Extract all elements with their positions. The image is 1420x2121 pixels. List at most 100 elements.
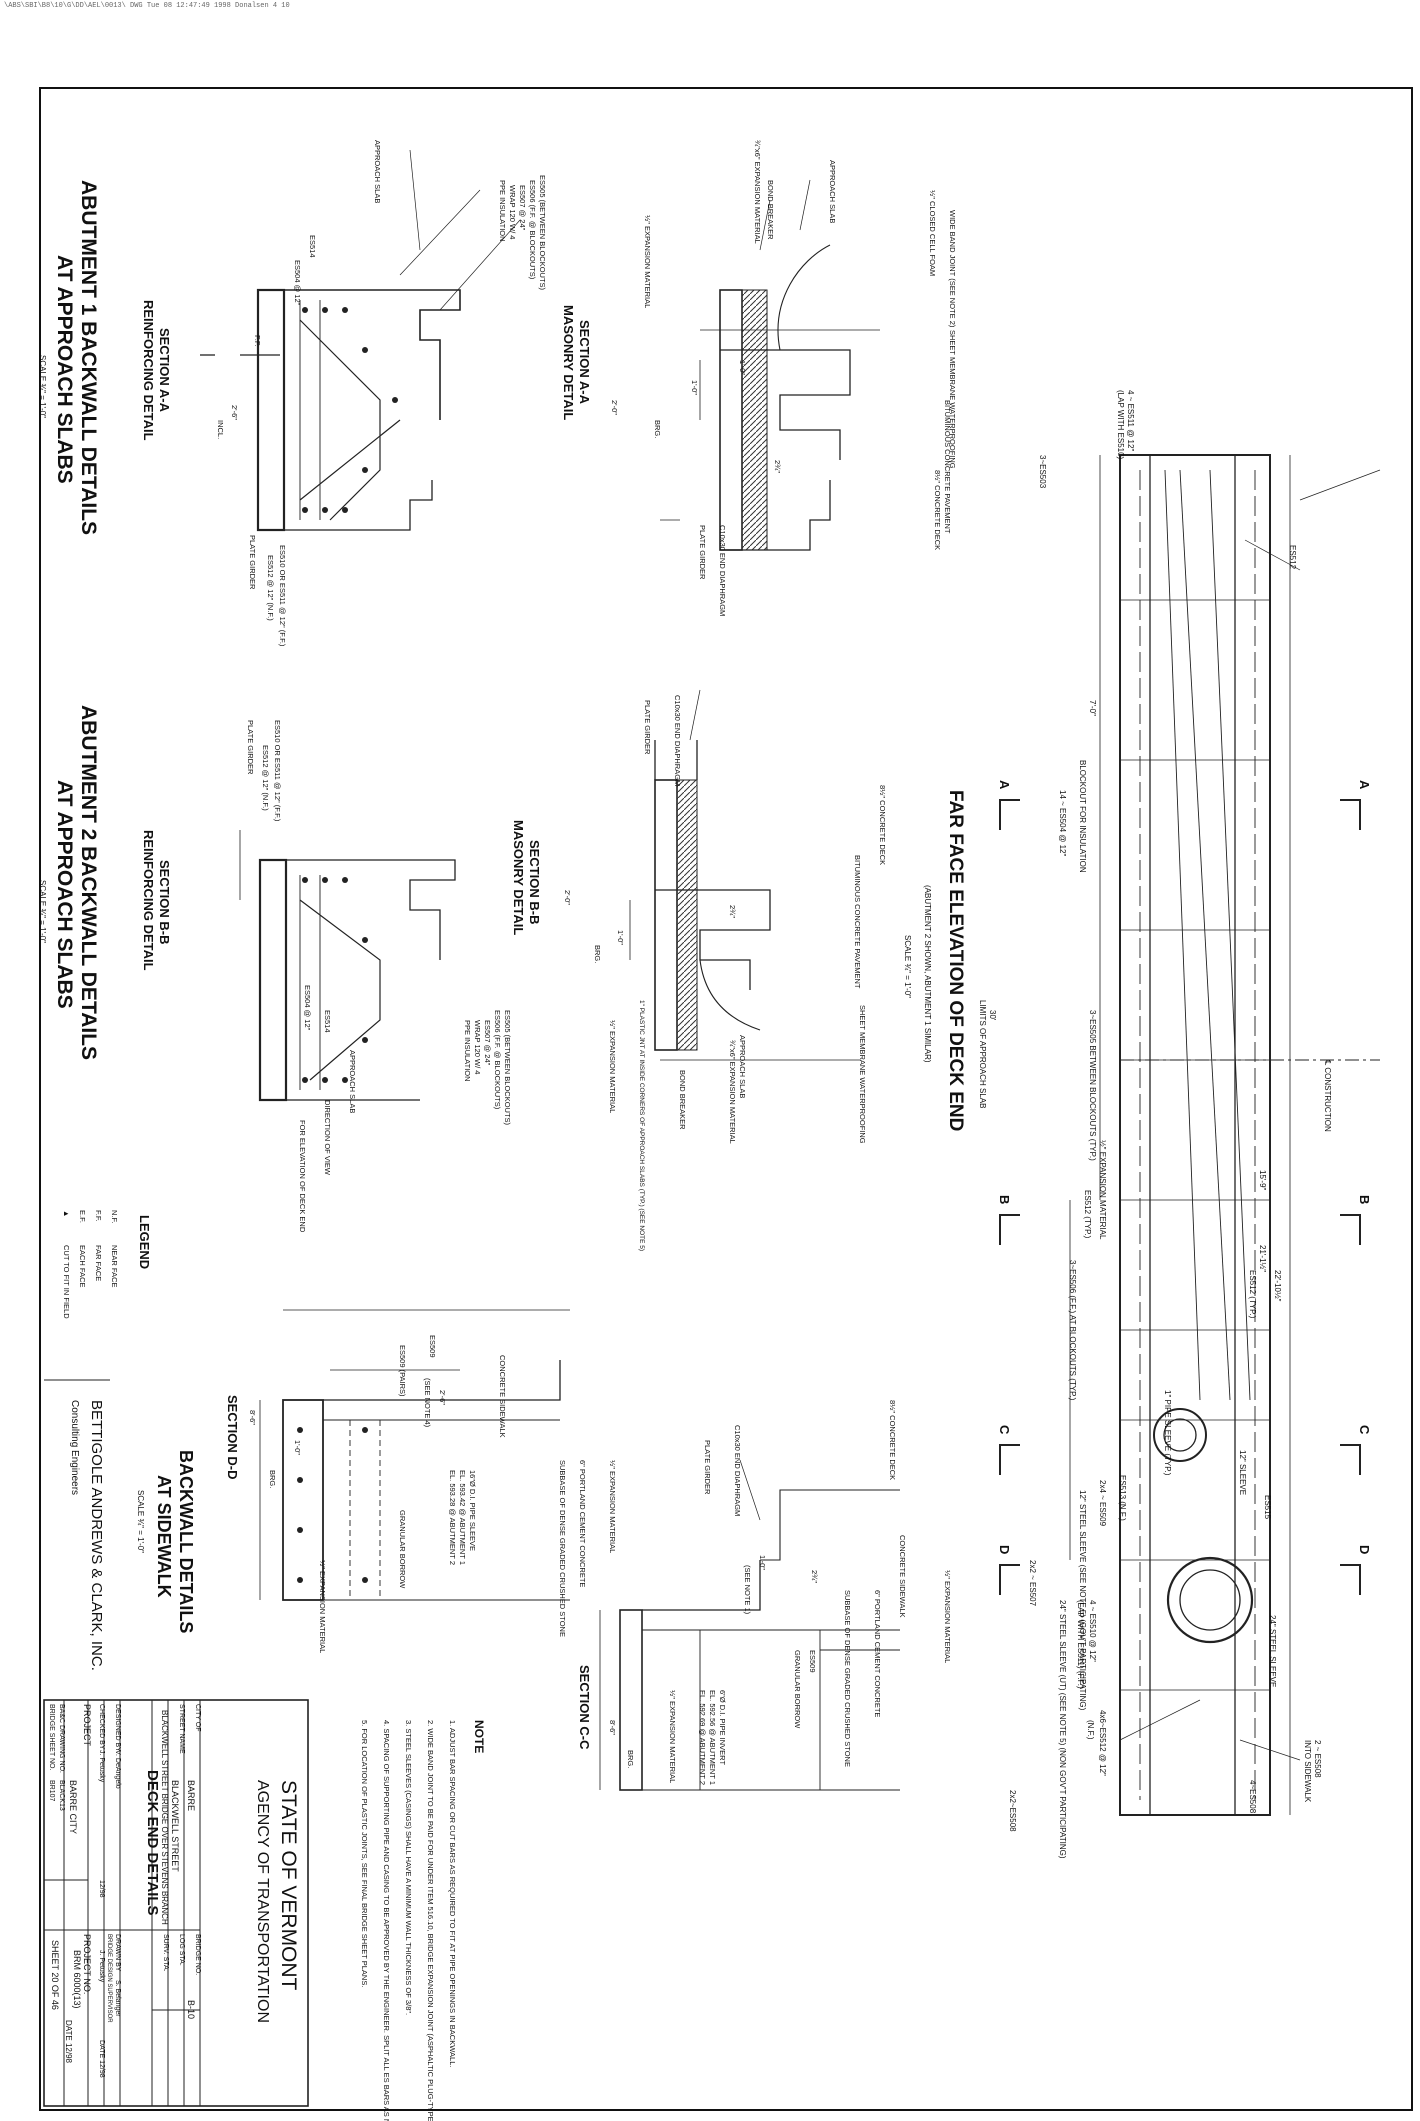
note-3: 3. STEEL SLEEVES (CASINGS) SHALL HAVE A … [404,1720,413,2015]
secC-el2: EL. 592.69 @ ABUTMENT 2 [698,1690,707,1785]
secD-see-note: (SEE NOTE 4) [423,1378,432,1428]
plot-header-line: \ABS\SBI\B8\10\G\DD\AEL\0013\ DWG Tue 08… [4,2,290,10]
abut2-dim-1-0: 1'-0" [616,930,625,945]
abut2-brg: BRG. [593,945,602,963]
abut1-es506: ES506 (F.F. @ BLOCKOUTS) [528,180,537,280]
secA-reinf-sub: REINFORCING DETAIL [141,300,156,441]
elev-lap: (LAP WITH ES510) [1116,390,1125,460]
elev-dim-7-0: 7'-0" [1088,700,1097,716]
abut2-bituminous: BITUMINOUS CONCRETE PAVEMENT [853,855,862,989]
secD-portland: 6" PORTLAND CEMENT CONCRETE [578,1460,587,1587]
secD-pipe: 16"Ø D.I. PIPE SLEEVE [468,1470,477,1551]
legend-abbr-4: ▲ [62,1210,71,1217]
secD-dim-2-6: 2'-6" [438,1390,447,1405]
tb-project-desc: BLACKWELL STREET BRIDGE OVER STEVENS BRA… [160,1710,169,1925]
legend-desc-2: FAR FACE [94,1245,103,1281]
secB-reinf-sub: REINFORCING DETAIL [141,830,156,971]
elev-es515: ES515 [1263,1495,1272,1520]
tb-project-label: PROJECT [82,1704,92,1747]
abut1-title: ABUTMENT 1 BACKWALL DETAILS [77,180,100,535]
abut1-wrap: WRAP 120 W/ 4 [508,185,517,239]
secA-mas-sub: MASONRY DETAIL [561,305,576,420]
secB-mas-title: SECTION B-B [527,840,542,925]
tb-project: BARRE CITY [68,1780,78,1834]
tb-city-label: CITY OF [194,1704,201,1731]
abut2-concrete-deck: 8½" CONCRETE DECK [878,785,887,865]
elev-es512-typ: ES512 (TYP.) [1083,1190,1092,1239]
abut1-es505: ES505 (BETWEEN BLOCKOUTS) [538,175,547,291]
elev-nf: (N.F.) [1086,1720,1095,1740]
abut2-dim-234: 2¾" [728,905,737,918]
tb-drawn: S. Belanger [114,1980,121,2017]
legend-desc-4: CUT TO FIT IN FIELD [62,1245,71,1319]
abut1-concrete-deck: 8½" CONCRETE DECK [933,470,942,550]
sidewalk-title-block: BACKWALL DETAILS AT SIDEWALK SCALE ¾" = … [44,1379,196,1671]
tb-agency: AGENCY OF TRANSPORTATION [254,1780,271,2023]
elev-lap2: (LAP WITH ES511) (F.F.) [1076,1600,1085,1689]
abut1-ff: F.F. [253,335,262,347]
abut1-c10: C10x30 END DIAPHRAGM [718,525,727,616]
elev-d-arrow-left: D [997,1545,1012,1554]
section-d-d-drawing [259,1309,570,1601]
tb-bridge-sheet-label: BRIDGE SHEET NO. [48,1704,55,1770]
secC-subbase: SUBBASE OF DENSE GRADED CRUSHED STONE [843,1590,852,1767]
sidewalk-subtitle: AT SIDEWALK [154,1475,174,1598]
secD-el1: EL. 593.42 @ ABUTMENT 1 [458,1470,467,1565]
abut2-direction: DIRECTION OF VIEW [323,1100,332,1176]
elev-d-arrow-right: D [1357,1545,1372,1554]
secC-dim-234: 2¾" [810,1570,819,1583]
tb-designed: V. DeAngelo [114,1750,121,1789]
elev-dim-30: 30' [988,1010,997,1021]
abut1-es504: ES504 @ 12" [293,260,302,306]
tb-super: J. Petusky [98,1950,105,1983]
abut2-exp-mat: ¾"x6" EXPANSION MATERIAL [728,1040,737,1144]
secC-deck: 8½" CONCRETE DECK [888,1400,897,1480]
secD-dim-8-6: 8'-6" [248,1410,257,1425]
abut2-ppe: PPE INSULATION [463,1020,472,1082]
abut2-title: ABUTMENT 2 BACKWALL DETAILS [77,705,100,1060]
elev-es510: 4 ~ ES510 @ 12" [1088,1600,1097,1662]
abut2-plate-girder2: PLATE GIRDER [643,700,652,755]
abut1-wide-band: WIDE BAND JOINT (SEE NOTE 2) [948,210,957,328]
secC-conc-sidewalk: CONCRETE SIDEWALK [898,1535,907,1618]
abut2-sheet-membrane: SHEET MEMBRANE WATERPROOFING [858,1005,867,1144]
secC-exp: ½" EXPANSION MATERIAL [668,1690,677,1783]
firm-sub: Consulting Engineers [69,1400,80,1495]
elevation-labels: FAR FACE ELEVATION OF DECK END (ABUTMENT… [903,390,1372,1859]
abut1-approach-slab: APPROACH SLAB [373,140,382,203]
abut2-approach-slab: APPROACH SLAB [348,1050,357,1113]
firm-name: BETTIGOLE ANDREWS & CLARK, INC. [88,1400,105,1671]
title-block [43,1699,309,2107]
note-2: 2. WIDE BAND JOINT TO BE PAID FOR UNDER … [426,1720,435,2121]
abut2-bond-breaker: BOND BREAKER [678,1070,687,1130]
abut1-es512: ES512 @ 12" (N.F.) [266,555,275,621]
elev-es508: 2 ~ ES508 [1313,1740,1322,1778]
abut1-dim-2-6: 2'-6" [230,405,239,420]
elev-a-arrow-right: A [1357,780,1372,790]
tb-surv-label: SURV. STA. [162,1934,169,1972]
abut1-es514: ES514 [308,235,317,258]
title-block-text: STATE OF VERMONT AGENCY OF TRANSPORTATIO… [48,1704,300,2078]
elev-es508b: 4~ES508 [1248,1780,1257,1814]
tb-drawing-label: BA&C DRAWING NO. [58,1704,65,1773]
abut1-plate-girder: PLATE GIRDER [248,535,257,590]
elev-title: FAR FACE ELEVATION OF DECK END [945,790,966,1131]
secA-mas-title: SECTION A-A [577,320,592,405]
secD-title: SECTION D-D [225,1395,240,1480]
sheet-border [39,87,1413,2111]
tb-bridge-sheet: BR107 [48,1780,55,1802]
abut1-dim-234: 2¾" [773,460,782,473]
notes-title: NOTE [472,1720,486,1753]
legend-desc-3: EACH FACE [78,1245,87,1288]
abut2-plate-girder: PLATE GIRDER [246,720,255,775]
secC-es509: ES509 [808,1650,817,1673]
elev-es509: 2x4 ~ ES509 [1098,1480,1107,1527]
elev-c-arrow-left: C [997,1425,1012,1435]
abut1-closed-cell: ½" CLOSED CELL FOAM [928,190,937,276]
note-1: 1. ADJUST BAR SPACING OR CUT BARS AS REQ… [448,1720,457,2067]
abut2-scale: SCALE ¾" = 1'-0" [38,880,47,943]
tb-city: BARRE [186,1780,196,1811]
abut1-es510: ES510 OR ES511 @ 12" (F.F.) [278,545,287,647]
secC-see: (SEE NOTE 1) [743,1565,752,1615]
